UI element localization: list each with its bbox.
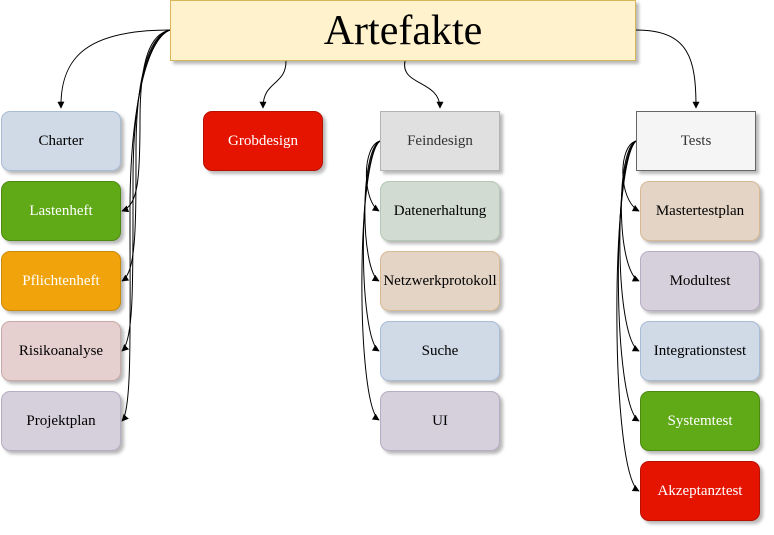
node-lastenheft[interactable]: Lastenheft <box>1 181 121 241</box>
edge-feindesign-ui <box>361 140 381 421</box>
node-feindesign[interactable]: Feindesign <box>380 111 500 171</box>
edge-title-lastenheft <box>121 29 171 213</box>
edge-tests-integrationstest <box>619 140 640 352</box>
edge-title-projektplan <box>121 29 171 422</box>
node-integrationstest[interactable]: Integrationstest <box>640 321 760 381</box>
node-netzwerkprotokoll[interactable]: Netzwerkprotokoll <box>380 251 500 311</box>
node-suche[interactable]: Suche <box>380 321 500 381</box>
node-projektplan[interactable]: Projektplan <box>1 391 121 451</box>
node-charter[interactable]: Charter <box>1 111 121 171</box>
node-datenerhaltung[interactable]: Datenerhaltung <box>380 181 500 241</box>
edge-title-tests <box>635 29 700 109</box>
edge-tests-akzeptanztest <box>616 140 640 492</box>
node-grobdesign[interactable]: Grobdesign <box>203 111 323 171</box>
node-mastertestplan[interactable]: Mastertestplan <box>640 181 760 241</box>
node-risikoanalyse[interactable]: Risikoanalyse <box>1 321 121 381</box>
edge-title-grobdesign <box>259 60 287 109</box>
edge-title-charter <box>57 29 171 109</box>
node-modultest[interactable]: Modultest <box>640 251 760 311</box>
edge-title-pflichtenheft <box>121 29 171 282</box>
node-akzeptanztest[interactable]: Akzeptanztest <box>640 461 760 521</box>
node-pflichtenheft[interactable]: Pflichtenheft <box>1 251 121 311</box>
title-artefakte[interactable]: Artefakte <box>170 0 636 61</box>
node-tests[interactable]: Tests <box>636 111 756 171</box>
edge-title-risikoanalyse <box>121 29 171 352</box>
edge-feindesign-datenerhaltung <box>365 140 381 212</box>
edge-feindesign-suche <box>362 140 381 352</box>
edge-tests-modultest <box>620 140 640 282</box>
node-systemtest[interactable]: Systemtest <box>640 391 760 451</box>
edge-title-feindesign <box>404 60 444 109</box>
node-ui[interactable]: UI <box>380 391 500 451</box>
